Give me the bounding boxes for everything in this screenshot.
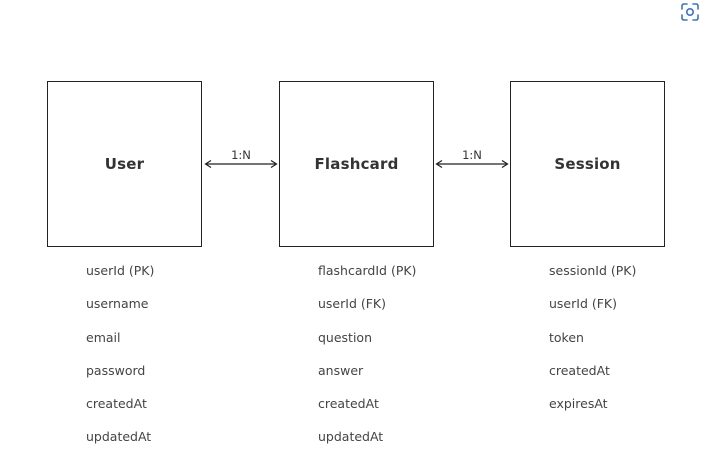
field-item: createdAt	[318, 396, 379, 412]
field-item: userId (FK)	[318, 296, 386, 312]
field-item: token	[549, 329, 584, 345]
field-item: userId (PK)	[86, 263, 155, 278]
relationship-label: 1:N	[231, 148, 251, 162]
field-list-user: userId (PK) username email password crea…	[86, 262, 154, 462]
double-arrow-icon	[435, 159, 509, 169]
field-item: sessionId (PK)	[549, 263, 637, 278]
entity-title-session: Session	[554, 155, 621, 173]
entity-title-flashcard: Flashcard	[314, 155, 399, 173]
field-item: password	[86, 362, 146, 378]
entity-box-user: User	[47, 81, 202, 247]
field-item: createdAt	[86, 396, 147, 412]
field-item: updatedAt	[86, 429, 152, 445]
field-item: username	[86, 296, 149, 312]
relationship-label: 1:N	[462, 148, 482, 162]
field-list-flashcard: flashcardId (PK) userId (FK) question an…	[318, 262, 416, 462]
field-item: question	[318, 329, 373, 345]
field-list-session: sessionId (PK) userId (FK) token created…	[549, 262, 636, 428]
field-item: answer	[318, 362, 364, 378]
visual-search-icon	[681, 3, 699, 21]
relationship-user-flashcard: 1:N	[203, 140, 279, 180]
field-item: createdAt	[549, 362, 610, 378]
entity-box-flashcard: Flashcard	[279, 81, 434, 247]
relationship-flashcard-session: 1:N	[434, 140, 510, 180]
field-item: updatedAt	[318, 429, 384, 445]
entity-box-session: Session	[510, 81, 665, 247]
double-arrow-icon	[204, 159, 278, 169]
field-item: email	[86, 329, 121, 345]
field-item: expiresAt	[549, 396, 608, 412]
visual-search-button[interactable]	[676, 0, 704, 24]
field-item: userId (FK)	[549, 296, 617, 312]
entity-title-user: User	[104, 155, 145, 173]
field-item: flashcardId (PK)	[318, 263, 417, 278]
